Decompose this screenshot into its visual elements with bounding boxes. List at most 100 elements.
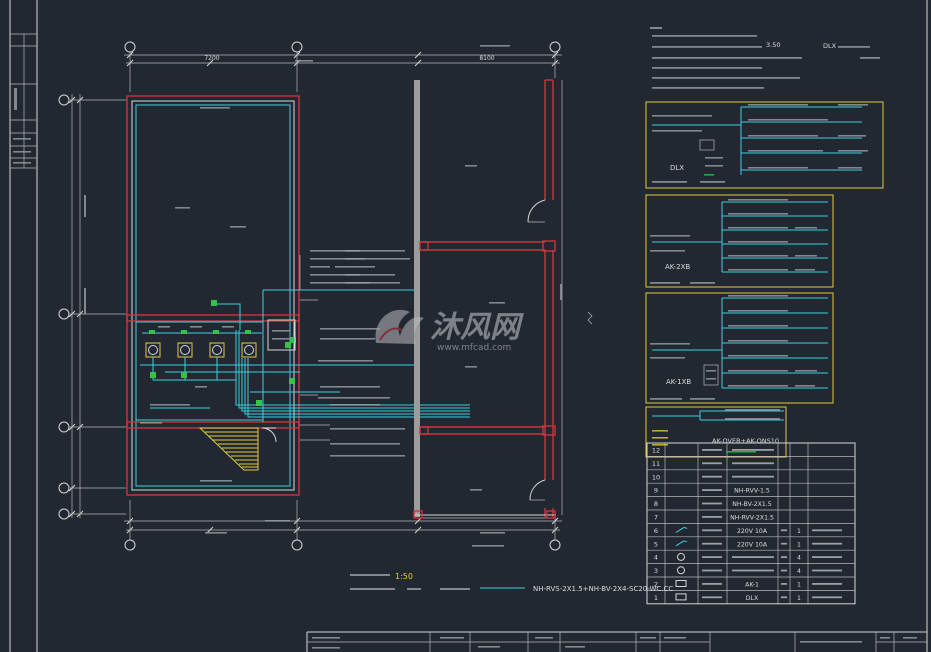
annotation-text-mark <box>652 115 712 117</box>
annotation-text-mark <box>465 165 477 167</box>
annotation-text-mark <box>480 45 510 47</box>
annotation-text-mark <box>705 157 723 159</box>
table-cell-remark-mark <box>812 596 842 599</box>
annotation-text-mark <box>440 588 470 590</box>
annotation-text-mark <box>795 227 817 229</box>
annotation-text-mark <box>13 151 31 153</box>
table-cell-spec: AK-1 <box>745 582 759 589</box>
annotation-text-mark <box>312 637 340 639</box>
table-cell-no: 7 <box>654 514 658 522</box>
lamp-symbol-icon <box>677 566 685 575</box>
annotation-text-mark <box>652 35 757 37</box>
watermark-logo-icon <box>375 309 424 344</box>
annotation-text-mark <box>748 167 808 169</box>
table-cell-name-mark <box>702 529 722 532</box>
panel-symbol-icon <box>675 593 687 601</box>
annotation-text-mark <box>650 250 685 252</box>
annotation-text-mark <box>728 199 788 201</box>
table-cell-remark-mark <box>812 583 842 585</box>
annotation-text-mark <box>704 174 714 176</box>
annotation-text-mark <box>728 370 788 372</box>
panel-diagram-2: AK-2XB <box>645 194 834 288</box>
annotation-text-mark <box>310 266 330 268</box>
annotation-text-mark <box>640 637 656 639</box>
table-cell-unit-mark <box>781 596 787 599</box>
table-cell-name-mark <box>702 516 722 518</box>
table-cell-spec-mark <box>732 556 774 558</box>
table-cell-unit-mark <box>781 569 787 572</box>
annotation-text-mark <box>310 274 360 276</box>
annotation-text-mark <box>335 266 375 268</box>
annotation-text-mark <box>310 282 370 284</box>
annotation-text-mark <box>700 181 725 183</box>
annotation-text-mark <box>200 480 232 482</box>
table-cell-remark-mark <box>812 542 842 545</box>
annotation-text-mark <box>272 330 290 332</box>
annotation-text-mark <box>838 46 870 48</box>
annotation-text-mark <box>728 213 788 215</box>
annotation-text-mark <box>470 489 482 491</box>
annotation-text-mark <box>725 409 780 411</box>
table-cell-spec-mark <box>732 475 774 478</box>
table-cell-spec: NH-RVV-2X1.5 <box>730 515 774 522</box>
table-cell-spec: 220V 10A <box>737 541 768 548</box>
table-cell-no: 2 <box>654 581 658 589</box>
annotation-text-mark <box>295 60 313 62</box>
annotation-text-mark <box>345 274 395 276</box>
table-row: 12 <box>652 447 774 455</box>
table-cell-remark-mark <box>812 569 842 572</box>
table-cell-no: 10 <box>652 473 660 481</box>
annotation-text-mark <box>748 104 808 106</box>
switch-symbol-icon <box>675 526 688 533</box>
annotation-text-mark <box>472 545 504 547</box>
cable-spec: NH-RVS-2X1.5+NH-BV-2X4-SC20-WC.CC <box>533 585 673 593</box>
annotation-text-mark <box>705 165 723 167</box>
watermark-url: www.mfcad.com <box>437 343 511 353</box>
annotation-text-mark <box>310 258 365 260</box>
annotation-text-mark <box>560 284 562 300</box>
table-cell-no: 1 <box>654 594 658 602</box>
annotation-text-mark <box>652 430 668 432</box>
annotation-text-mark <box>795 269 815 271</box>
table-cell-spec: DLX <box>746 595 759 602</box>
panel-diagram-4: AK-OVER+AK-ONS10 <box>645 406 787 458</box>
switch-symbol-icon <box>675 540 688 547</box>
annotation-text-mark <box>748 150 823 152</box>
annotation-text-mark <box>706 370 716 372</box>
annotation-text-mark <box>318 397 390 399</box>
annotation-text-mark <box>652 87 764 89</box>
annotation-text-mark <box>320 328 380 330</box>
axis-bubbles <box>58 41 561 551</box>
table-cell-no: 11 <box>652 460 660 468</box>
panel-diagram-3: AK-1XB <box>645 292 834 404</box>
title-block <box>306 631 927 652</box>
annotation-text-mark <box>330 443 400 445</box>
annotation-text-mark <box>650 282 680 284</box>
annotation-text-mark <box>728 385 788 387</box>
table-cell-qty: 1 <box>797 541 801 548</box>
annotation-text-mark <box>728 241 788 243</box>
table-cell-qty: 4 <box>797 555 801 562</box>
annotation-text-mark <box>728 255 788 257</box>
annotation-text-mark <box>345 258 410 260</box>
annotation-text-mark <box>312 647 340 649</box>
annotation-text-mark <box>84 195 86 217</box>
panel-diagram-1: DLX <box>645 101 884 189</box>
annotation-text-mark <box>795 255 817 257</box>
table-cell-no: 3 <box>654 567 658 575</box>
watermark: 沐风网 www.mfcad.com <box>375 309 524 353</box>
table-cell-qty: 1 <box>797 582 801 589</box>
table-cell-no: 9 <box>654 487 658 495</box>
wiring <box>140 255 470 441</box>
table-cell-no: 12 <box>652 447 660 455</box>
table-row: 2 AK-1 1 <box>654 580 842 589</box>
annotation-text-mark <box>195 386 207 388</box>
annotation-text-mark <box>330 428 405 430</box>
table-cell-no: 8 <box>654 500 658 508</box>
dimension-top-right: 8100 <box>479 55 494 62</box>
